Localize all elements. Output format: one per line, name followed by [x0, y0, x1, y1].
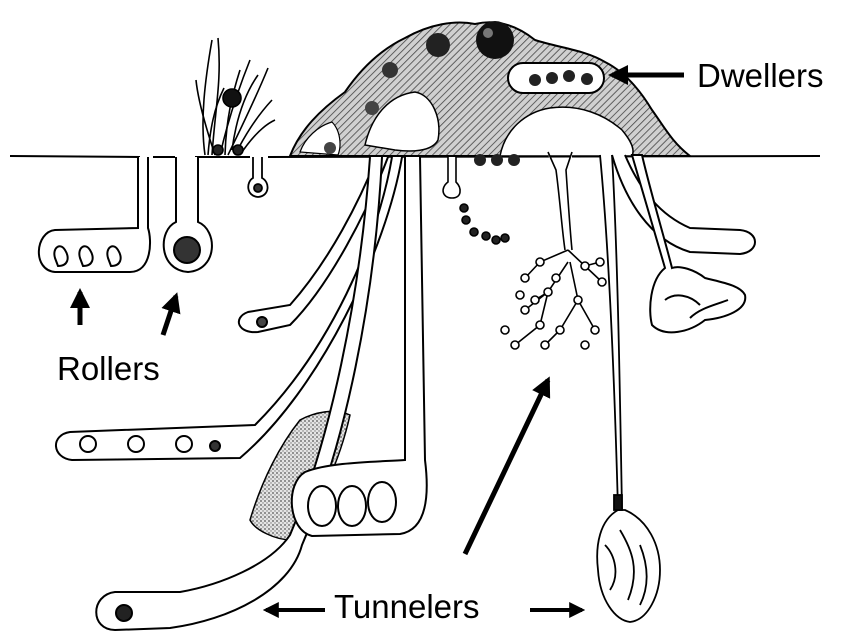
- dung-pat: [290, 21, 690, 166]
- tunneler-right-horizontal: [612, 155, 755, 254]
- roller-arrow-2: [163, 296, 176, 335]
- roller-burrow-1: [39, 157, 150, 272]
- small-pendant-burrow: [248, 157, 267, 197]
- tunnelers-label: Tunnelers: [334, 590, 480, 623]
- roller-burrow-2: [164, 157, 212, 272]
- rollers-label: Rollers: [57, 352, 160, 385]
- dwellers-label: Dwellers: [697, 59, 824, 92]
- tunneler-branching-burrow: [501, 152, 606, 349]
- tunnelers-arrow-up: [465, 380, 548, 554]
- beaded-chain-burrow: [443, 157, 509, 244]
- grass-tuft: [196, 38, 275, 155]
